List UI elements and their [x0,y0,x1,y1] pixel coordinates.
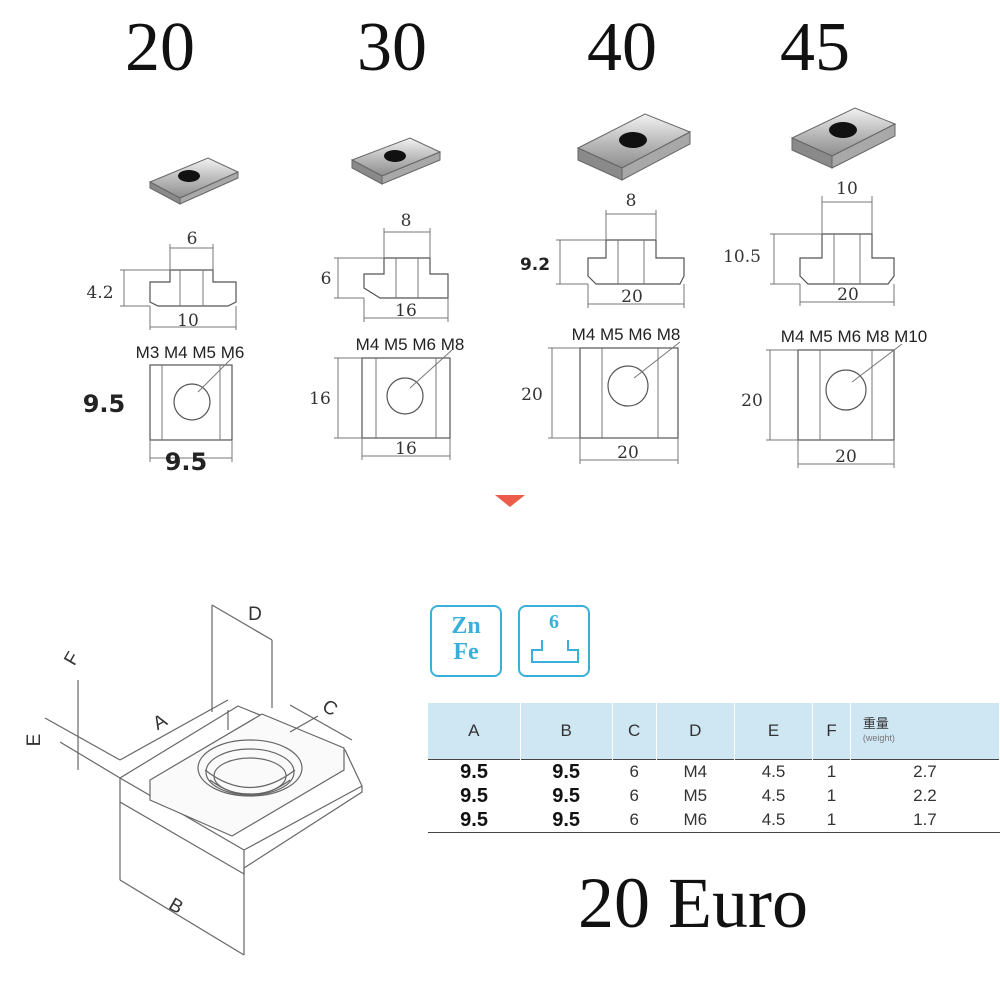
base-width-30: 16 [395,301,417,321]
slot-width-30: 8 [401,211,412,231]
isometric-nut-drawing [44,604,363,956]
iso-label-f: F [60,649,84,670]
slot-size-value: 6 [549,611,559,633]
threads-40: M4 M5 M6 M8 [572,325,681,344]
cell-a: 9.5 [460,784,488,807]
t-slot-icon [531,640,579,663]
cell-f: 1 [812,808,851,833]
nut-photo-20 [148,157,240,205]
cell-weight: 2.2 [913,786,937,805]
base-width-40: 20 [621,287,643,307]
threads-20: M3 M4 M5 M6 [136,343,245,362]
cell-c: 6 [612,759,657,784]
slot-width-40: 8 [626,191,637,211]
spec-table-header: A B C D E F 重量 (weight) [428,703,1000,760]
body-height-45: 20 [741,391,763,411]
profile-drawing-40 [548,210,685,464]
header-e: E [734,703,814,760]
price-label: 20 Euro [578,863,808,943]
header-f: F [812,703,851,760]
profile-drawing-20 [120,244,237,462]
cell-d: M4 [656,759,735,784]
header-b: B [520,703,613,760]
body-width-45: 20 [835,447,857,467]
table-row: 9.5 9.5 6 M6 4.5 1 1.7 [428,808,1000,833]
nut-photo-30 [350,137,442,185]
weight-sublabel: (weight) [862,733,895,743]
series-title-45: 45 [780,9,850,86]
body-width-20: 9.5 [165,448,208,476]
table-row: 9.5 9.5 6 M5 4.5 1 2.2 [428,784,1000,808]
profile-drawing-30 [334,228,453,460]
cell-a: 9.5 [428,759,521,784]
cell-e: 4.5 [734,759,813,784]
cell-b: 9.5 [520,759,613,784]
material-fe: Fe [453,639,479,665]
iso-label-c: C [319,696,341,721]
cell-a: 9.5 [428,808,521,833]
series-title-40: 40 [587,9,657,86]
nut-photo-45 [790,107,897,169]
iso-label-a: A [150,710,172,735]
header-weight: 重量 (weight) [850,703,1000,760]
slot-width-45: 10 [836,179,858,199]
material-zn: Zn [451,613,481,639]
header-d: D [656,703,735,760]
base-width-20: 10 [177,311,199,331]
height-20: 4.2 [86,283,113,303]
height-45: 10.5 [723,247,761,267]
base-width-45: 20 [837,285,859,305]
cell-d: M6 [656,808,735,833]
body-width-30: 16 [395,439,417,459]
series-title-30: 30 [357,9,427,86]
cell-f: 1 [812,759,851,784]
body-height-20: 9.5 [83,390,126,418]
nut-photo-40 [576,113,692,181]
threads-30: M4 M5 M6 M8 [356,335,465,354]
cell-d: M5 [683,786,708,805]
threads-45: M4 M5 M6 M8 M10 [781,327,927,346]
spec-table: A B C D E F 重量 (weight) 9.5 9.5 6 M4 4.5… [428,703,1000,833]
iso-label-b: B [165,894,186,919]
body-width-40: 20 [617,443,639,463]
cell-f: 1 [826,786,837,805]
cell-b: 9.5 [520,808,613,833]
cell-b: 9.5 [552,784,581,807]
iso-label-d: D [248,604,262,625]
body-height-40: 20 [521,385,543,405]
header-a: A [428,703,521,760]
height-30: 6 [321,269,332,289]
iso-label-e: E [24,734,45,747]
series-title-20: 20 [125,9,195,86]
material-badge: Zn Fe [430,605,502,677]
cell-weight: 1.7 [850,808,1000,833]
slot-width-20: 6 [187,229,198,249]
cell-weight: 2.7 [850,759,1000,784]
body-height-30: 16 [309,389,331,409]
profile-drawing-45 [766,196,903,468]
weight-label: 重量 [862,716,889,731]
cell-c: 6 [612,808,657,833]
cell-e: 4.5 [761,786,786,805]
table-row: 9.5 9.5 6 M4 4.5 1 2.7 [428,759,1000,784]
section-divider [90,493,935,507]
cell-e: 4.5 [734,808,813,833]
header-c: C [612,703,657,760]
slot-size-badge: 6 [518,605,590,677]
cell-c: 6 [629,786,639,805]
height-40: 9.2 [520,255,550,275]
